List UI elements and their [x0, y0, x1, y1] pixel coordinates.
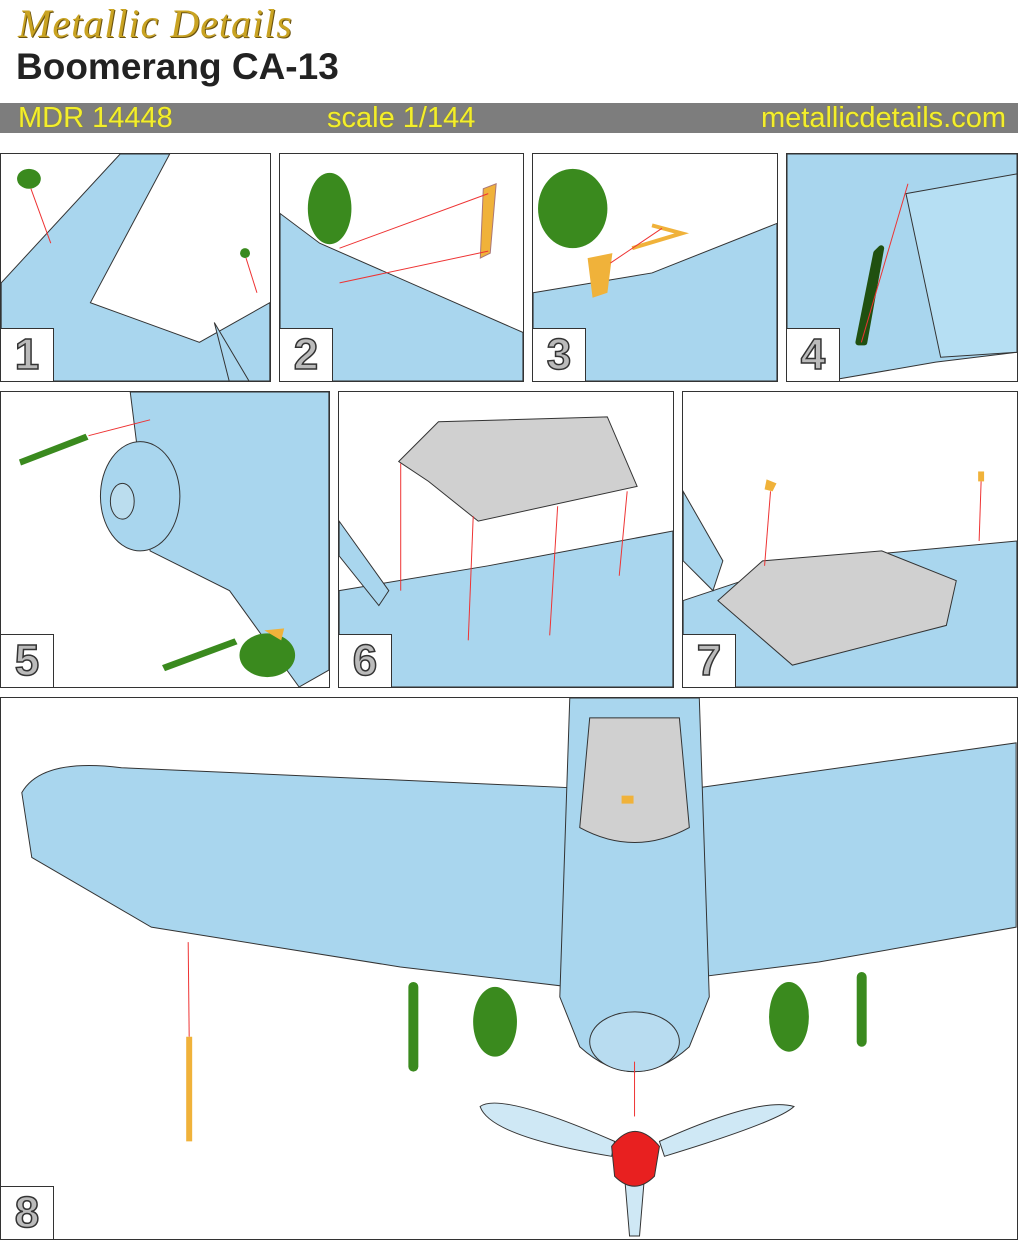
- step-number: 4: [787, 328, 840, 381]
- step-3-illustration: [533, 168, 777, 381]
- step-6-panel: 6: [338, 391, 674, 688]
- step-4-panel: 4: [786, 153, 1018, 382]
- info-bar: MDR 14448 scale 1/144 metallicdetails.co…: [0, 103, 1018, 133]
- step-number: 6: [339, 634, 392, 687]
- step-8-illustration: [21, 698, 1017, 1237]
- step-number: 7: [683, 634, 736, 687]
- step-1-panel: 1: [0, 153, 271, 382]
- step-number: 8: [1, 1186, 54, 1239]
- page-title: Boomerang CA-13: [16, 46, 339, 87]
- step-number: 5: [1, 634, 54, 687]
- step-7-illustration: [683, 471, 1017, 687]
- step-number: 1: [1, 328, 54, 381]
- step-5-illustration: [18, 392, 329, 687]
- step-5-panel: 5: [0, 391, 330, 688]
- step-8-panel: 8: [0, 697, 1018, 1240]
- website-link: metallicdetails.com: [761, 102, 1006, 134]
- step-2-panel: 2: [279, 153, 524, 382]
- step-7-panel: 7: [682, 391, 1018, 688]
- step-3-panel: 3: [532, 153, 778, 382]
- brand-logo: Metallic Details: [18, 1, 293, 46]
- product-code: MDR 14448: [18, 102, 173, 134]
- step-1-illustration: [1, 154, 270, 381]
- scale-label: scale 1/144: [327, 102, 476, 134]
- step-4-illustration: [787, 154, 1017, 381]
- step-number: 2: [280, 328, 333, 381]
- step-6-illustration: [339, 416, 673, 687]
- step-number: 3: [533, 328, 586, 381]
